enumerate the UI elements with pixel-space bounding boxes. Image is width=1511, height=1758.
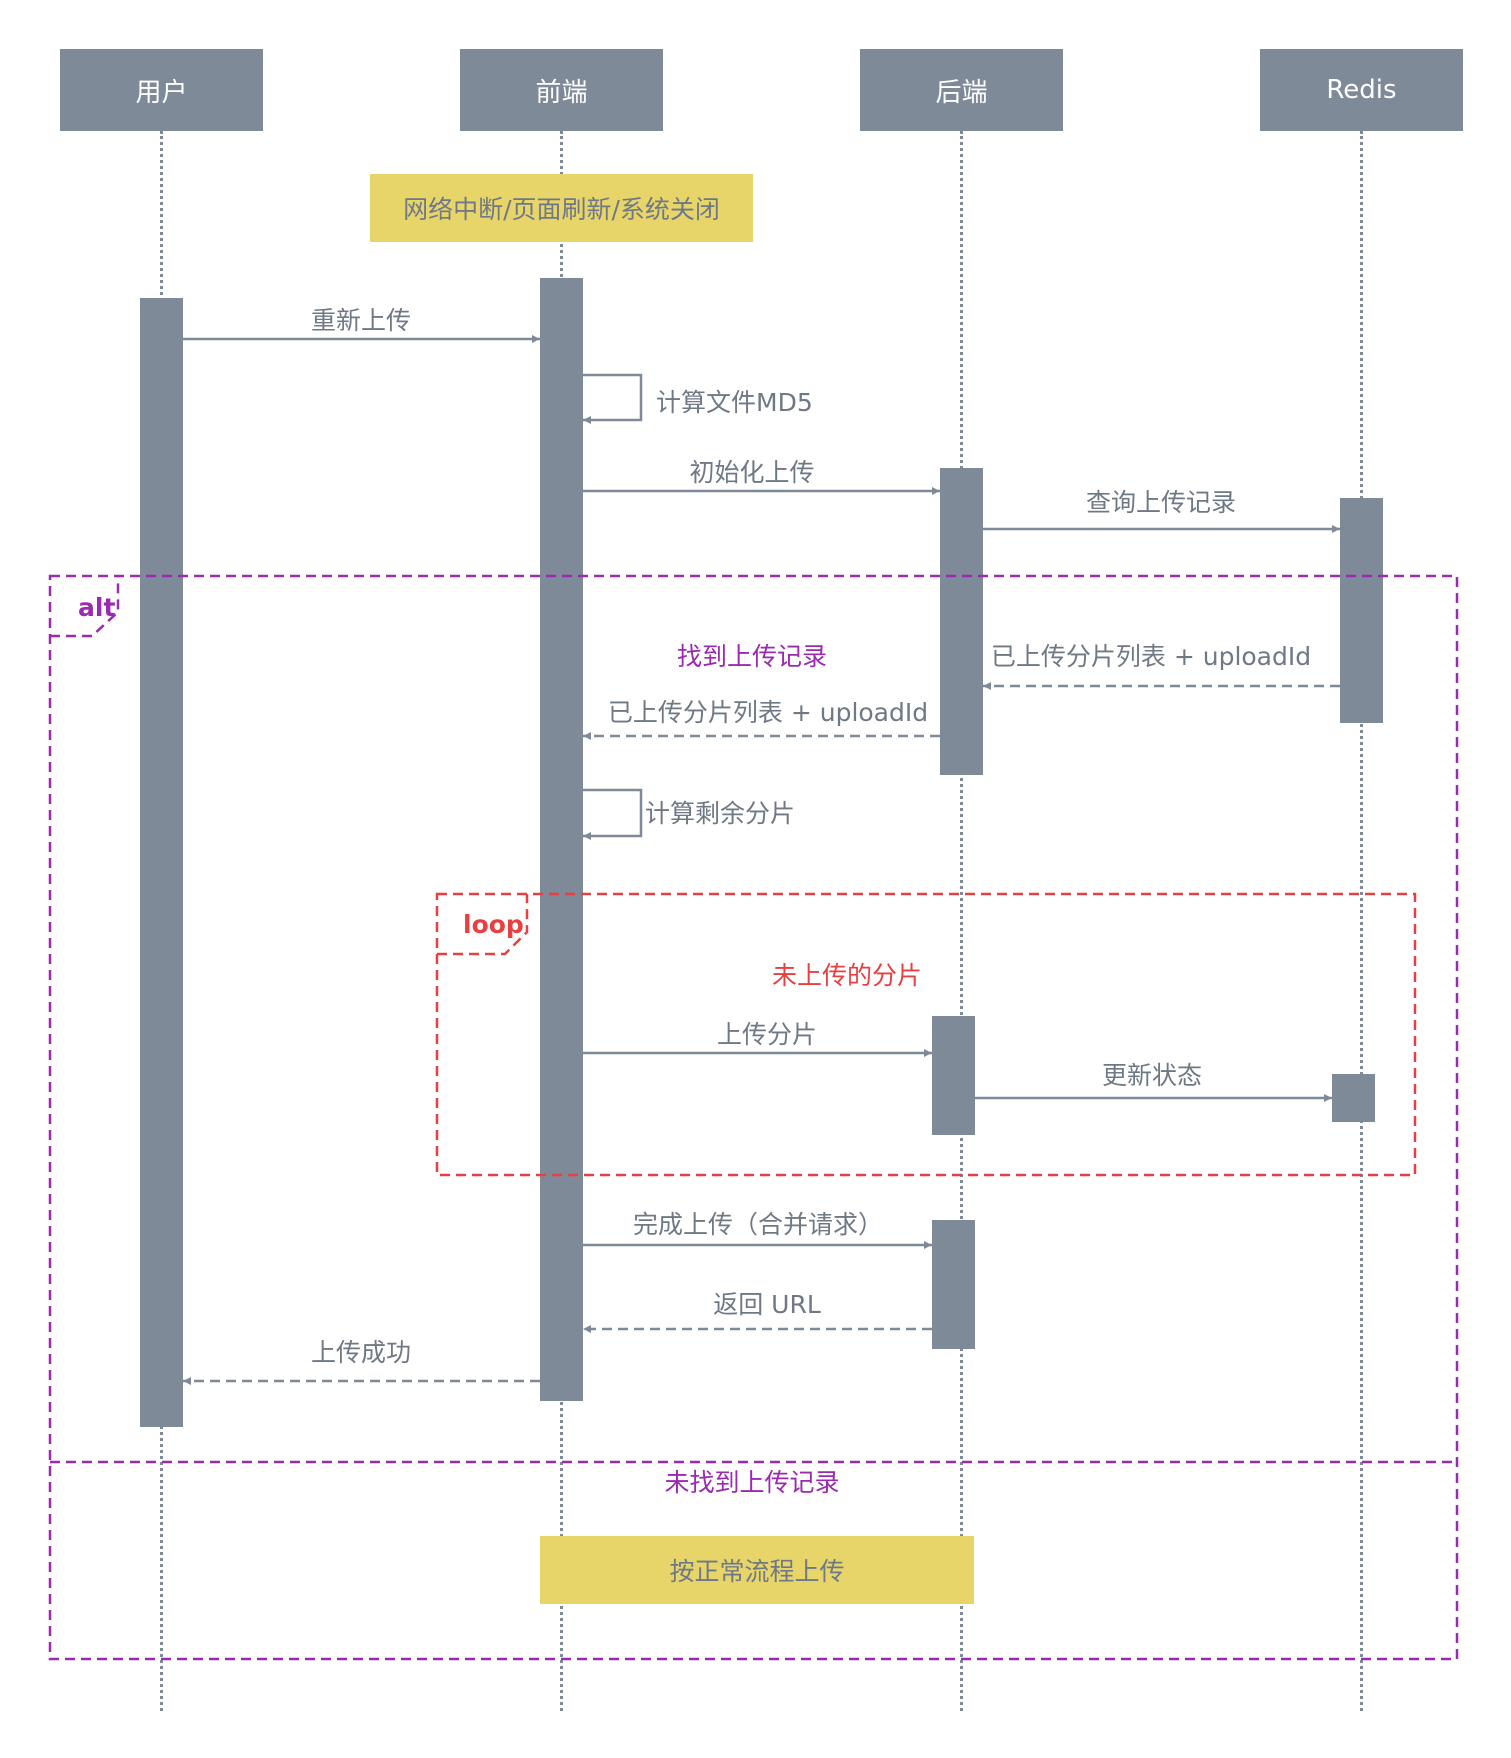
lifeline-redis xyxy=(1360,131,1363,1711)
note-interrupt: 网络中断/页面刷新/系统关闭 xyxy=(370,174,753,242)
label-upload-chunk: 上传分片 xyxy=(716,1020,818,1049)
label-chunks-from-redis: 已上传分片列表 + uploadId xyxy=(990,642,1312,671)
actor-user: 用户 xyxy=(60,49,263,131)
label-complete-upload: 完成上传（合并请求） xyxy=(632,1210,884,1239)
label-chunks-to-frontend: 已上传分片列表 + uploadId xyxy=(607,698,929,727)
label-init-upload: 初始化上传 xyxy=(689,458,815,487)
arrow-calc-md5 xyxy=(583,373,643,424)
arrow-calc-remaining xyxy=(583,788,643,840)
activation-redis-query xyxy=(1340,498,1383,723)
alt-condition-found: 找到上传记录 xyxy=(676,642,828,671)
actor-backend: 后端 xyxy=(860,49,1063,131)
loop-condition: 未上传的分片 xyxy=(771,961,923,990)
loop-frame xyxy=(435,892,1417,1177)
activation-backend-chunk xyxy=(932,1016,975,1135)
alt-frame-tag: alt xyxy=(78,593,116,622)
label-return-url: 返回 URL xyxy=(713,1290,821,1319)
label-reupload: 重新上传 xyxy=(310,306,412,335)
label-update-status: 更新状态 xyxy=(1101,1061,1203,1090)
loop-frame-tag: loop xyxy=(463,910,524,939)
activation-user xyxy=(140,298,183,1427)
alt-frame-tab xyxy=(50,576,120,638)
label-upload-success: 上传成功 xyxy=(310,1338,412,1367)
activation-redis-update xyxy=(1332,1074,1375,1122)
lifeline-backend xyxy=(960,131,963,1711)
activation-backend-init xyxy=(940,468,983,775)
label-calc-md5: 计算文件MD5 xyxy=(656,388,813,417)
actor-frontend: 前端 xyxy=(460,49,663,131)
alt-frame xyxy=(48,574,1459,1661)
loop-frame-tab xyxy=(437,894,529,956)
alt-condition-not-found: 未找到上传记录 xyxy=(664,1468,840,1497)
activation-frontend xyxy=(540,278,583,1401)
actor-redis: Redis xyxy=(1260,49,1463,131)
note-normal-flow: 按正常流程上传 xyxy=(540,1536,974,1604)
label-calc-remaining: 计算剩余分片 xyxy=(645,799,796,828)
label-query-record: 查询上传记录 xyxy=(1085,488,1237,517)
activation-backend-complete xyxy=(932,1220,975,1349)
